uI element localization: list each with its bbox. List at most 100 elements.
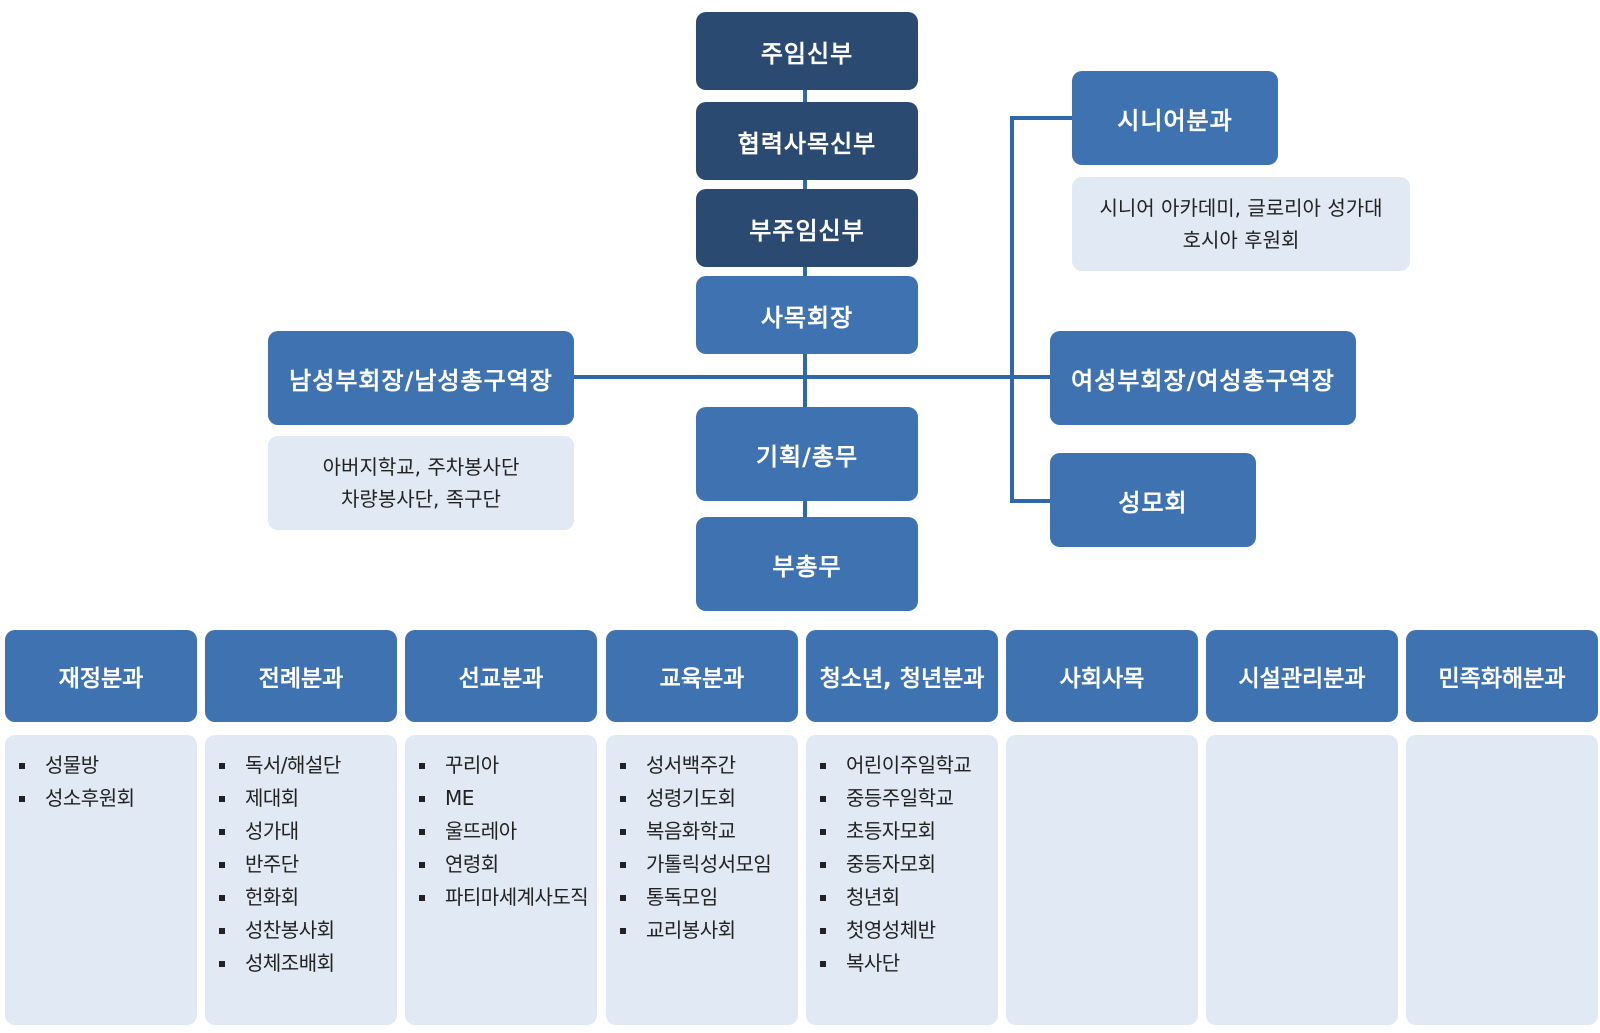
bullet-square-icon — [620, 862, 626, 868]
department-item-label: 연령회 — [445, 852, 499, 876]
department-item-label: 반주단 — [245, 852, 299, 876]
department-item: 복음화학교 — [620, 815, 798, 848]
department-item-label: 꾸리아 — [445, 753, 499, 777]
department-item: 교리봉사회 — [620, 914, 798, 947]
senior-groups-line: 호시아 후원회 — [1182, 228, 1300, 252]
council-president-label: 사목회장 — [760, 303, 854, 332]
connector-senior — [1010, 116, 1072, 120]
department-item-label: 복음화학교 — [646, 819, 736, 843]
connector-legion — [1010, 499, 1052, 503]
mothers-association-label: 성모회 — [1118, 488, 1188, 517]
men-groups-note: 아버지학교, 주차봉사단 차량봉사단, 족구단 — [268, 436, 574, 530]
department-item: 첫영성체반 — [820, 914, 998, 947]
department-header: 선교분과 — [405, 630, 597, 722]
senior-division-label: 시니어분과 — [1117, 106, 1233, 135]
pastor-box: 주임신부 — [696, 12, 918, 90]
planning-box: 기획/총무 — [696, 407, 918, 501]
bullet-square-icon — [820, 928, 826, 934]
department-header: 사회사목 — [1006, 630, 1198, 722]
department-item: 성서백주간 — [620, 749, 798, 782]
bullet-square-icon — [419, 763, 425, 769]
department-item: 가톨릭성서모임 — [620, 848, 798, 881]
department-items-box — [1406, 735, 1598, 1025]
department-item-label: 헌화회 — [245, 885, 299, 909]
department-item: 반주단 — [219, 848, 397, 881]
department-items-box — [1006, 735, 1198, 1025]
bullet-square-icon — [219, 961, 225, 967]
department-item-label: 성령기도회 — [646, 786, 736, 810]
bullet-square-icon — [820, 895, 826, 901]
department-item: ME — [419, 782, 597, 815]
department-item: 제대회 — [219, 782, 397, 815]
department-item: 성찬봉사회 — [219, 914, 397, 947]
department-items-box — [1206, 735, 1398, 1025]
department-item: 중등자모회 — [820, 848, 998, 881]
department-item-label: 중등자모회 — [846, 852, 936, 876]
women-vice-president-label: 여성부회장/여성총구역장 — [1071, 366, 1335, 395]
department-item: 성물방 — [19, 749, 197, 782]
bullet-square-icon — [820, 763, 826, 769]
department-item-label: 성가대 — [245, 819, 299, 843]
department-item: 울뜨레아 — [419, 815, 597, 848]
department-item-label: 통독모임 — [646, 885, 718, 909]
department-item-label: 성체조배회 — [245, 951, 335, 975]
department-item: 중등주일학교 — [820, 782, 998, 815]
department-item: 파티마세계사도직 — [419, 881, 597, 914]
department-item-label: 가톨릭성서모임 — [646, 852, 772, 876]
department-item: 성령기도회 — [620, 782, 798, 815]
department-item-label: 독서/해설단 — [245, 753, 341, 777]
bullet-square-icon — [219, 928, 225, 934]
connector-horizontal-main — [570, 375, 1050, 379]
bullet-square-icon — [419, 796, 425, 802]
department-item-label: 성찬봉사회 — [245, 918, 335, 942]
department-header: 시설관리분과 — [1206, 630, 1398, 722]
department-name: 전례분과 — [258, 666, 344, 692]
department-item: 복사단 — [820, 947, 998, 980]
department-item: 초등자모회 — [820, 815, 998, 848]
bullet-square-icon — [620, 928, 626, 934]
department-header: 교육분과 — [606, 630, 798, 722]
department-item-label: 초등자모회 — [846, 819, 936, 843]
planning-label: 기획/총무 — [755, 442, 859, 471]
department-name: 사회사목 — [1059, 666, 1145, 692]
senior-groups-note: 시니어 아카데미, 글로리아 성가대 호시아 후원회 — [1072, 177, 1410, 271]
department-item: 헌화회 — [219, 881, 397, 914]
bullet-square-icon — [620, 895, 626, 901]
department-name: 교육분과 — [659, 666, 745, 692]
vice-secretary-box: 부총무 — [696, 517, 918, 611]
bullet-square-icon — [419, 895, 425, 901]
cooperating-priest-label: 협력사목신부 — [737, 129, 877, 158]
department-name: 청소년, 청년분과 — [819, 666, 985, 692]
bullet-square-icon — [419, 862, 425, 868]
council-president-box: 사목회장 — [696, 276, 918, 354]
bullet-square-icon — [219, 763, 225, 769]
pastor-label: 주임신부 — [760, 39, 854, 68]
department-item-label: 교리봉사회 — [646, 918, 736, 942]
department-item-label: 첫영성체반 — [846, 918, 936, 942]
department-name: 시설관리분과 — [1238, 666, 1366, 692]
bullet-square-icon — [820, 862, 826, 868]
department-item: 성가대 — [219, 815, 397, 848]
department-item-label: ME — [445, 786, 474, 810]
bullet-square-icon — [19, 763, 25, 769]
bullet-square-icon — [419, 829, 425, 835]
department-item-label: 청년회 — [846, 885, 900, 909]
department-item-label: 성물방 — [45, 753, 99, 777]
department-item-label: 중등주일학교 — [846, 786, 954, 810]
bullet-square-icon — [219, 796, 225, 802]
department-item-label: 성서백주간 — [646, 753, 736, 777]
department-header: 전례분과 — [205, 630, 397, 722]
men-vice-president-label: 남성부회장/남성총구역장 — [289, 366, 553, 395]
bullet-square-icon — [219, 895, 225, 901]
department-item: 통독모임 — [620, 881, 798, 914]
department-item: 연령회 — [419, 848, 597, 881]
